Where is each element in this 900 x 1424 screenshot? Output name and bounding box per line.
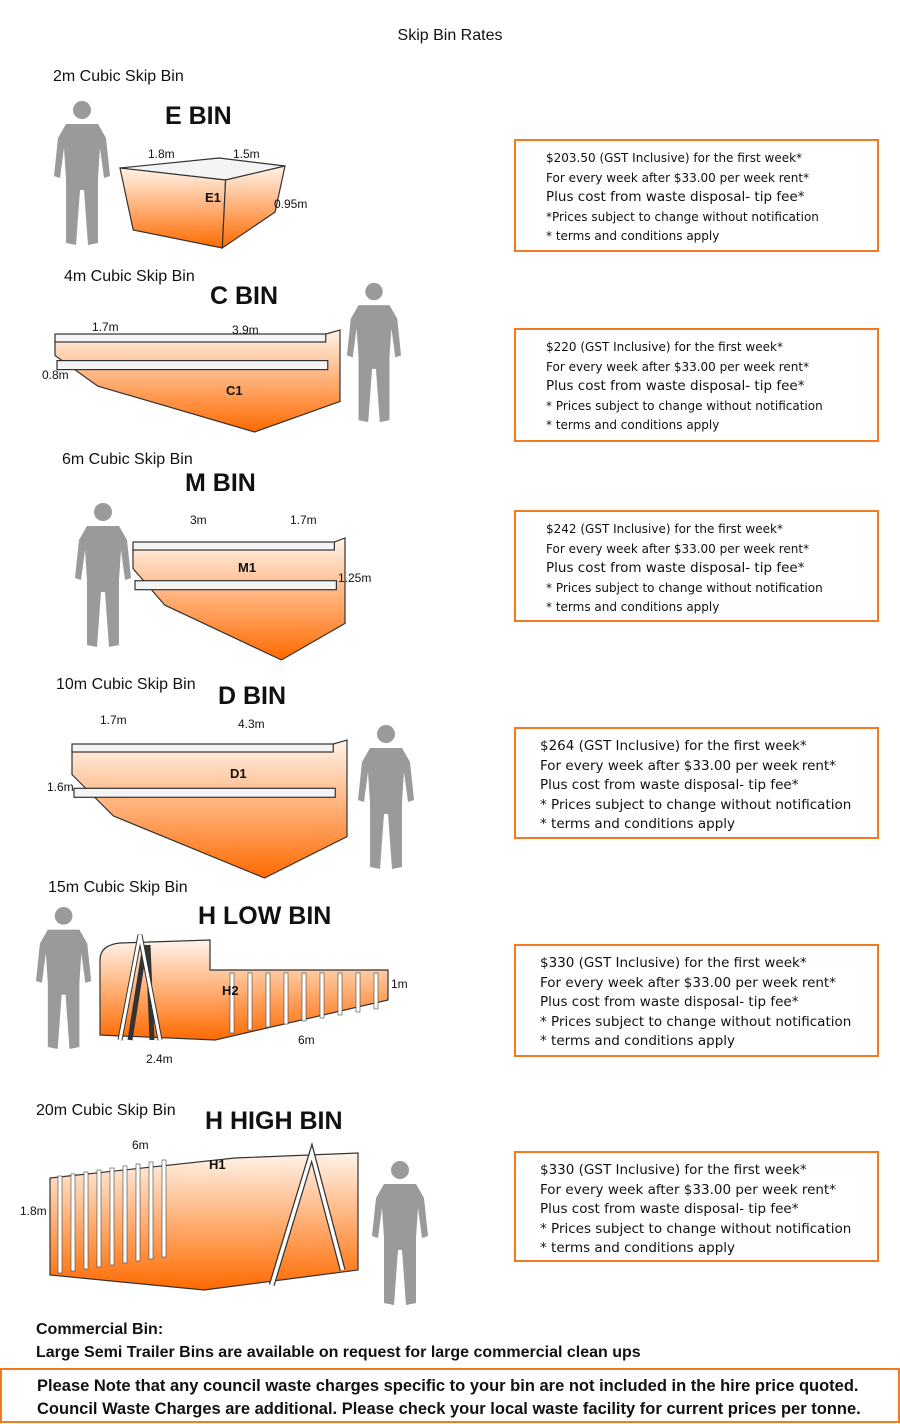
price-line: Plus cost from waste disposal- tip fee* [540, 994, 799, 1011]
person-silhouette-icon [54, 101, 110, 245]
price-line: For every week after $33.00 per week ren… [540, 757, 836, 774]
dimension-label: 1.8m [148, 147, 175, 161]
price-line: For every week after $33.00 per week ren… [546, 170, 810, 185]
dimension-label: 6m [298, 1033, 315, 1047]
bin-size-label: 4m Cubic Skip Bin [64, 268, 195, 285]
price-line: * terms and conditions apply [540, 1033, 736, 1050]
price-line: * Prices subject to change without notif… [546, 398, 823, 413]
price-line: $203.50 (GST Inclusive) for the first we… [546, 151, 803, 165]
bin-size-label: 20m Cubic Skip Bin [36, 1102, 176, 1119]
price-line: For every week after $33.00 per week ren… [546, 359, 810, 374]
price-line: Plus cost from waste disposal- tip fee* [546, 560, 805, 577]
price-line: For every week after $33.00 per week ren… [546, 541, 810, 556]
person-silhouette-icon [75, 503, 131, 647]
price-line: * Prices subject to change without notif… [540, 1220, 852, 1237]
price-line: * terms and conditions apply [540, 816, 736, 833]
price-line: Plus cost from waste disposal- tip fee* [540, 777, 799, 794]
price-box: $242 (GST Inclusive) for the first week*… [514, 510, 879, 622]
price-line: For every week after $33.00 per week ren… [540, 1181, 836, 1198]
dimension-label: 1.25m [338, 571, 372, 585]
dimension-label: 4.3m [238, 717, 265, 731]
skip-bin-illustration [49, 1141, 359, 1291]
price-box: $220 (GST Inclusive) for the first week*… [514, 328, 879, 442]
dimension-label: 1.7m [100, 713, 127, 727]
skip-bin-illustration [71, 739, 348, 879]
bin-size-label: 6m Cubic Skip Bin [62, 451, 193, 468]
bin-name: H LOW BIN [198, 902, 332, 930]
bin-name: C BIN [210, 282, 279, 310]
person-silhouette-icon [372, 1161, 428, 1305]
dimension-label: 1.7m [290, 513, 317, 527]
dimension-label: 1.6m [47, 780, 74, 794]
bin-name: E BIN [165, 102, 232, 130]
skip-bin-illustration [54, 329, 341, 433]
dimension-label: 1.7m [92, 320, 119, 334]
price-line: $242 (GST Inclusive) for the first week* [546, 522, 783, 536]
price-line: * terms and conditions apply [546, 229, 720, 244]
bin-code-label: H1 [209, 1157, 226, 1172]
price-box: $203.50 (GST Inclusive) for the first we… [514, 139, 879, 252]
price-line: Plus cost from waste disposal- tip fee* [546, 189, 805, 206]
skip-bin-illustration [99, 934, 389, 1041]
bin-size-label: 2m Cubic Skip Bin [53, 68, 184, 85]
commercial-text: Large Semi Trailer Bins are available on… [36, 1344, 641, 1361]
price-box: $330 (GST Inclusive) for the first week*… [514, 944, 879, 1057]
price-line: * Prices subject to change without notif… [546, 580, 823, 595]
price-line: * Prices subject to change without notif… [540, 796, 852, 813]
dimension-label: 1.5m [233, 147, 260, 161]
bin-name: D BIN [218, 682, 287, 710]
bin-code-label: H2 [222, 983, 239, 998]
dimension-label: 1.8m [20, 1204, 47, 1218]
price-line: $330 (GST Inclusive) for the first week* [540, 1162, 807, 1178]
bin-code-label: C1 [226, 383, 243, 398]
bin-code-label: D1 [230, 766, 247, 781]
skip-bin-illustration [132, 537, 346, 661]
price-line: $330 (GST Inclusive) for the first week* [540, 955, 807, 971]
dimension-label: 3m [190, 513, 207, 527]
page-title: Skip Bin Rates [397, 27, 503, 44]
dimension-label: 6m [132, 1138, 149, 1152]
dimension-label: 0.95m [274, 197, 308, 211]
price-line: $220 (GST Inclusive) for the first week* [546, 340, 783, 354]
commercial-heading: Commercial Bin: [36, 1321, 164, 1338]
price-line: $264 (GST Inclusive) for the first week* [540, 738, 807, 754]
person-silhouette-icon [358, 725, 414, 869]
price-line: * terms and conditions apply [546, 418, 720, 433]
price-line: * terms and conditions apply [546, 600, 720, 615]
bin-name: M BIN [185, 469, 256, 497]
dimension-label: 1m [391, 977, 408, 991]
price-line: For every week after $33.00 per week ren… [540, 974, 836, 991]
skip-bin-illustration [119, 157, 286, 250]
note-line-2: Council Waste Charges are additional. Pl… [37, 1400, 861, 1418]
bin-size-label: 15m Cubic Skip Bin [48, 879, 188, 896]
price-line: * Prices subject to change without notif… [540, 1013, 852, 1030]
bin-code-label: M1 [238, 560, 257, 575]
price-box: $330 (GST Inclusive) for the first week*… [514, 1151, 879, 1262]
dimension-label: 2.4m [146, 1052, 173, 1066]
council-charges-note: Please Note that any council waste charg… [0, 1368, 900, 1423]
price-box: $264 (GST Inclusive) for the first week*… [514, 727, 879, 839]
bin-size-label: 10m Cubic Skip Bin [56, 676, 196, 693]
person-silhouette-icon [35, 906, 92, 1050]
price-line: *Prices subject to change without notifi… [546, 209, 819, 224]
price-line: Plus cost from waste disposal- tip fee* [540, 1201, 799, 1218]
bin-code-label: E1 [205, 190, 221, 205]
price-line: Plus cost from waste disposal- tip fee* [546, 378, 805, 395]
price-line: * terms and conditions apply [540, 1240, 736, 1257]
note-line-1: Please Note that any council waste charg… [37, 1377, 859, 1395]
dimension-label: 3.9m [232, 323, 259, 337]
dimension-label: 0.8m [42, 368, 69, 382]
bin-name: H HIGH BIN [205, 1107, 343, 1135]
person-silhouette-icon [346, 282, 402, 423]
